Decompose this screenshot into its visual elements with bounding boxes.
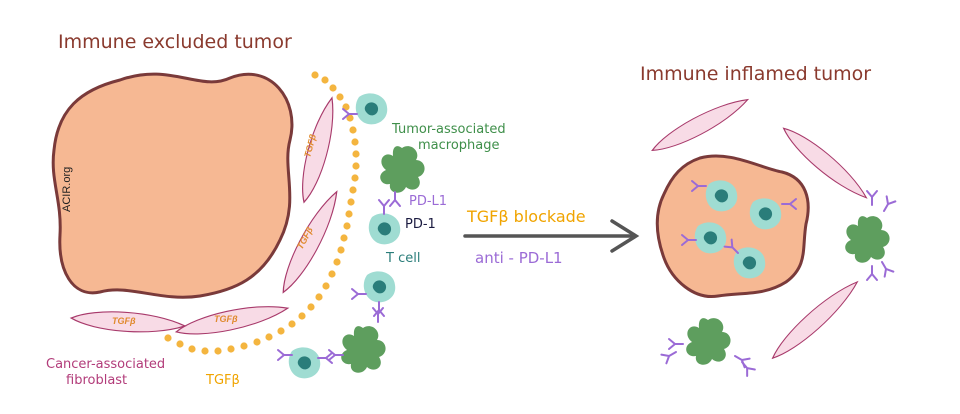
t-cell [363,271,396,303]
tgfb-label: TGFβ [205,373,240,388]
pdl1-label: PD-L1 [409,194,447,209]
right-title: Immune inflamed tumor [640,63,871,85]
inflamed-tumor [655,154,810,298]
t-cell [733,247,766,279]
fibroblast [766,274,864,366]
macrophage [845,216,890,263]
left-title: Immune excluded tumor [58,31,292,53]
fibroblast-tgfb-tag: TGFβ [112,316,136,326]
tam-label-line1: Tumor-associated [391,122,506,137]
tam-label-line2: macrophage [418,138,500,153]
t-cell [705,180,738,212]
t-cell [355,93,388,125]
macrophage [341,326,386,373]
arrow-top-label: TGFβ blockade [466,207,586,226]
macrophage [380,146,425,193]
t-cell [694,222,727,254]
caf-label-line1: Cancer-associated [46,357,165,372]
tcell-label: T cell [385,251,420,266]
excluded-tumor [51,72,294,299]
macrophage [686,318,731,365]
fibroblast [647,91,753,159]
treatment-arrow [463,219,640,253]
fibroblast-tgfb-tag: TGFβ [214,314,238,324]
watermark: ACIR.org [61,167,73,212]
arrow-bottom-label: anti - PD-L1 [475,249,563,267]
pd1-label: PD-1 [405,217,436,232]
t-cell [368,213,401,245]
t-cell [749,198,782,230]
caf-label-line2: fibroblast [66,373,127,388]
t-cell [288,347,321,379]
fibroblast [293,94,343,206]
